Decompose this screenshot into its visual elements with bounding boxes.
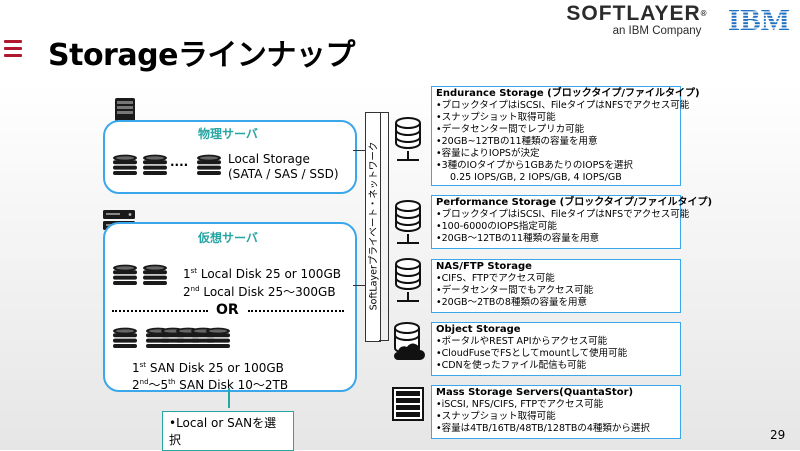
connector-virtual	[353, 285, 365, 286]
local-disk-text: 1st Local Disk 25 or 100GB 2nd Local Dis…	[183, 264, 341, 300]
disk-stack-icon	[205, 327, 231, 349]
ibm-logo-text: IBM	[728, 3, 790, 33]
san-disk-2-sup2: th	[168, 378, 176, 386]
storage-cylinder-icon	[393, 258, 423, 292]
service-title: Performance Storage (ブロックタイプ/ファイルタイプ)	[436, 197, 713, 208]
service-item: •スナップショット取得可能	[436, 411, 556, 422]
local-storage-line1: Local Storage	[228, 152, 310, 166]
service-object: Object Storage •ポータルやREST APIからアクセス可能 •C…	[431, 322, 681, 376]
bracket-vertical	[388, 112, 389, 341]
logo-sub-text: an IBM Company	[612, 25, 702, 37]
disk-stack-icon	[142, 264, 168, 286]
note-box: •Local or SANを選択	[162, 411, 294, 451]
san-disk-2: 2nd～5th SAN Disk 10～2TB	[132, 375, 288, 392]
service-title: NAS/FTP Storage	[436, 261, 532, 272]
page-number: 29	[770, 428, 786, 442]
service-nas-ftp: NAS/FTP Storage •CIFS、FTPでアクセス可能 •データセンタ…	[431, 259, 681, 313]
physical-server-label: 物理サーバ	[198, 127, 258, 141]
bracket-bottom	[379, 340, 389, 341]
service-item: •容量によりIOPSが決定	[436, 148, 540, 159]
ibm-logo: IBM	[728, 3, 790, 33]
service-item: •20GB～2TBの8種類の容量を用意	[436, 297, 587, 308]
san-disk-2-text: SAN Disk 10～2TB	[175, 378, 289, 392]
storage-cylinder-icon	[393, 117, 423, 151]
mass-storage-icon	[392, 387, 424, 421]
service-item: •スナップショット取得可能	[436, 112, 556, 123]
service-item: •20GB~12TBの11種類の容量を用意	[436, 136, 598, 147]
service-performance: Performance Storage (ブロックタイプ/ファイルタイプ) •ブ…	[431, 195, 713, 249]
local-disk-1-sup: st	[190, 267, 198, 275]
service-item: •ブロックタイプはiSCSI、FileタイプはNFSでアクセス可能	[436, 209, 690, 220]
service-item: •3種のIOタイプから1GBあたりのIOPSを選択	[436, 160, 633, 171]
cylinder-base	[397, 242, 419, 244]
storage-cylinder-icon	[393, 200, 423, 234]
local-disk-2-text: Local Disk 25～300GB	[199, 285, 336, 299]
connector-physical	[353, 150, 365, 151]
physical-dots: ····	[170, 158, 189, 172]
san-disk-1-text: SAN Disk 25 or 100GB	[146, 361, 284, 375]
private-network-label-wrap: SoftLayerプライベート・ネットワーク	[352, 112, 392, 340]
note-connector	[228, 388, 230, 408]
local-disk-2-sup: nd	[190, 285, 200, 293]
san-disk-2-mid: ～5	[148, 378, 169, 392]
service-item: •100-6000のIOPS指定可能	[436, 221, 557, 232]
cylinder-base	[397, 159, 419, 161]
disk-stack-icon	[112, 327, 138, 349]
page-title: Storageラインナップ	[48, 38, 355, 73]
virtual-server-label: 仮想サーバ	[198, 231, 258, 245]
service-title: Endurance Storage (ブロックタイプ/ファイルタイプ)	[436, 88, 700, 99]
cloud-storage-icon	[394, 322, 425, 360]
local-disk-1-num: 1	[183, 267, 191, 281]
softlayer-logo: SOFTLAYER® an IBM Company	[557, 3, 717, 38]
service-item: •20GB～12TBの11種類の容量を用意	[436, 233, 600, 244]
san-disk-2-sup: nd	[139, 378, 149, 386]
or-label: OR	[216, 302, 239, 318]
or-divider-left	[112, 310, 208, 312]
menu-icon[interactable]	[4, 40, 22, 57]
service-title: Mass Storage Servers(QuantaStor)	[436, 387, 634, 398]
local-storage-line2: (SATA / SAS / SSD)	[228, 167, 339, 181]
san-disk-text: 1st SAN Disk 25 or 100GB 2nd～5th SAN Dis…	[132, 358, 288, 392]
san-disk-1: 1st SAN Disk 25 or 100GB	[132, 358, 288, 375]
local-disk-1: 1st Local Disk 25 or 100GB	[183, 264, 341, 282]
bracket-top	[379, 112, 389, 113]
service-item: •容量は4TB/16TB/48TB/128TBの4種類から選択	[436, 423, 650, 434]
service-title: Object Storage	[436, 324, 521, 335]
disk-stack-icon	[142, 154, 168, 176]
local-disk-2-num: 2	[183, 285, 191, 299]
service-item: •ポータルやREST APIからアクセス可能	[436, 336, 608, 347]
virtual-server-panel	[103, 222, 357, 392]
local-disk-2: 2nd Local Disk 25～300GB	[183, 282, 341, 300]
service-endurance: Endurance Storage (ブロックタイプ/ファイルタイプ) •ブロッ…	[431, 86, 700, 186]
service-item: •CDNを使ったファイル配信も可能	[436, 360, 587, 371]
logo-reg: ®	[700, 9, 708, 18]
logo-main-text: SOFTLAYER	[566, 2, 701, 25]
service-mass-storage: Mass Storage Servers(QuantaStor) •iSCSI,…	[431, 385, 681, 439]
cylinder-stem	[407, 151, 409, 159]
san-disk-2-num: 2	[132, 378, 140, 392]
disk-stack-icon	[112, 264, 138, 286]
private-network-label: SoftLayerプライベート・ネットワーク	[368, 141, 380, 311]
local-storage-text: Local Storage (SATA / SAS / SSD)	[228, 152, 339, 182]
cylinder-stem	[407, 234, 409, 242]
service-item: •iSCSI, NFS/CIFS, FTPでアクセス可能	[436, 399, 604, 410]
disk-stack-icon	[196, 154, 222, 176]
service-item: •CIFS、FTPでアクセス可能	[436, 273, 555, 284]
disk-stack-icon	[112, 154, 138, 176]
service-item-indent: 0.25 IOPS/GB, 2 IOPS/GB, 4 IOPS/GB	[450, 172, 622, 183]
cylinder-stem	[407, 292, 409, 300]
service-item: •CloudFuseでFSとしてmountして使用可能	[436, 348, 628, 359]
private-network-bar	[365, 112, 381, 342]
local-disk-1-text: Local Disk 25 or 100GB	[197, 267, 341, 281]
san-disk-1-sup: st	[139, 361, 147, 369]
service-item: •データセンター間でもアクセス可能	[436, 285, 594, 296]
service-item: •データセンター間でレプリカ可能	[436, 124, 585, 135]
service-item: •ブロックタイプはiSCSI、FileタイプはNFSでアクセス可能	[436, 100, 690, 111]
or-divider-right	[248, 310, 344, 312]
san-disk-1-num: 1	[132, 361, 140, 375]
cylinder-base	[397, 300, 419, 302]
